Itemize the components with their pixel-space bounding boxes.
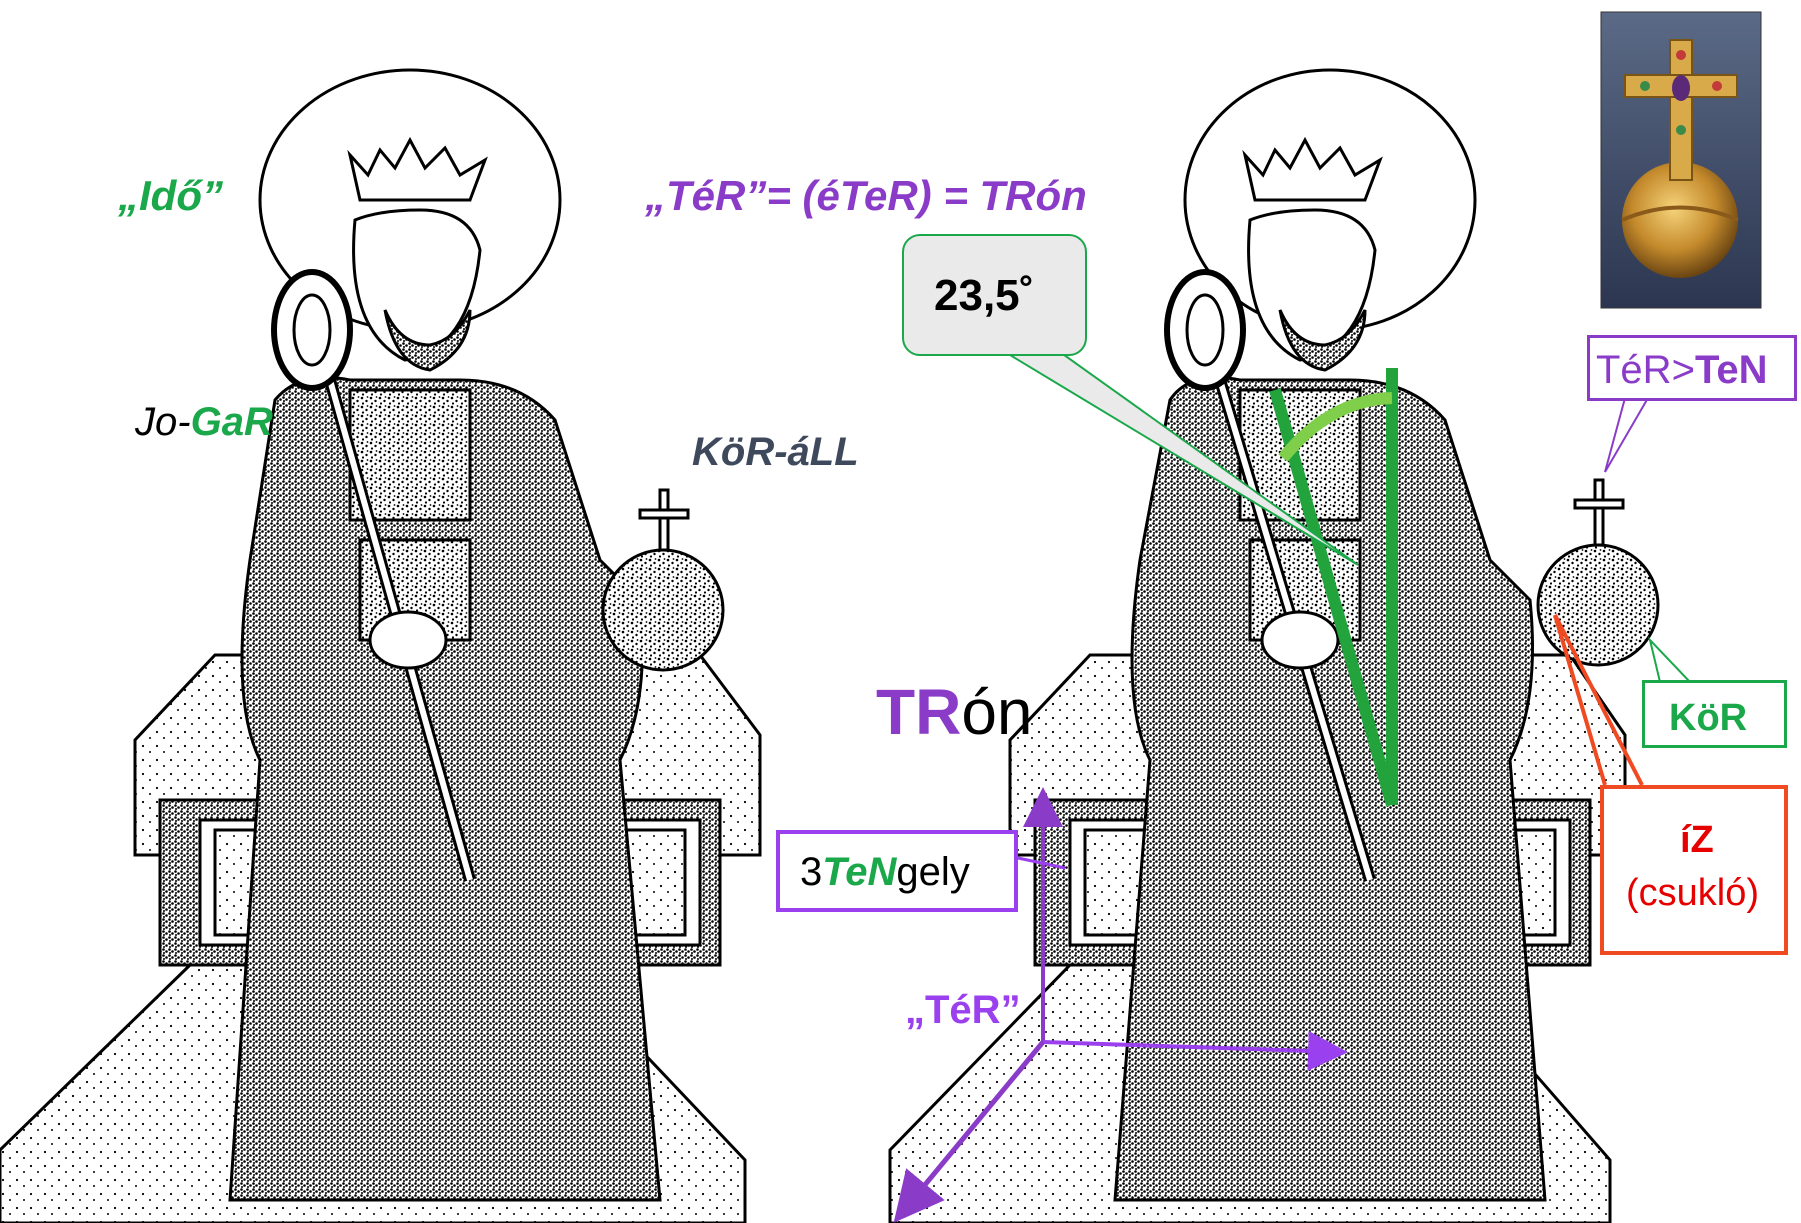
king-on-throne-left	[0, 70, 760, 1223]
ter-ten-box: TéR>TeN	[1587, 335, 1797, 401]
tengely-box: 3TeNgely	[776, 830, 1018, 912]
iz-label: íZ	[1680, 821, 1714, 859]
ter-ten-bold: TeN	[1695, 348, 1768, 392]
ter-formula-label: „TéR”= (éTeR) = TRón	[645, 175, 1087, 217]
angle-callout: 23,5˚	[902, 234, 1087, 356]
tengely-mid: TeN	[822, 850, 896, 894]
jogar-suffix: GaR	[191, 400, 273, 444]
imperial-orb-photo	[1601, 12, 1761, 308]
ter-ten-prefix: TéR>	[1596, 348, 1695, 392]
tengely-suffix: gely	[896, 850, 969, 894]
tengely-label: 3TeNgely	[800, 852, 970, 892]
tron-label: TRón	[876, 680, 1033, 744]
kor-pointer	[1650, 640, 1690, 682]
csuklo-label: (csukló)	[1626, 874, 1759, 912]
tron-rest: ón	[961, 676, 1032, 748]
ido-label: „Idő”	[118, 175, 223, 217]
jogar-prefix: Jo-	[135, 400, 191, 444]
tengely-prefix: 3	[800, 850, 822, 894]
jogar-label: Jo-GaR	[135, 402, 273, 442]
korall-label: KöR-áLL	[692, 432, 859, 472]
kor-label: KöR	[1669, 699, 1747, 737]
angle-value: 23,5˚	[934, 274, 1034, 318]
ter-axis-label: „TéR”	[905, 990, 1021, 1030]
iz-box: íZ (csukló)	[1600, 785, 1788, 955]
kor-box: KöR	[1642, 680, 1787, 748]
ter-ten-label: TéR>TeN	[1596, 350, 1768, 390]
tron-bold: TR	[876, 676, 961, 748]
ter-ten-pointer	[1605, 398, 1648, 472]
